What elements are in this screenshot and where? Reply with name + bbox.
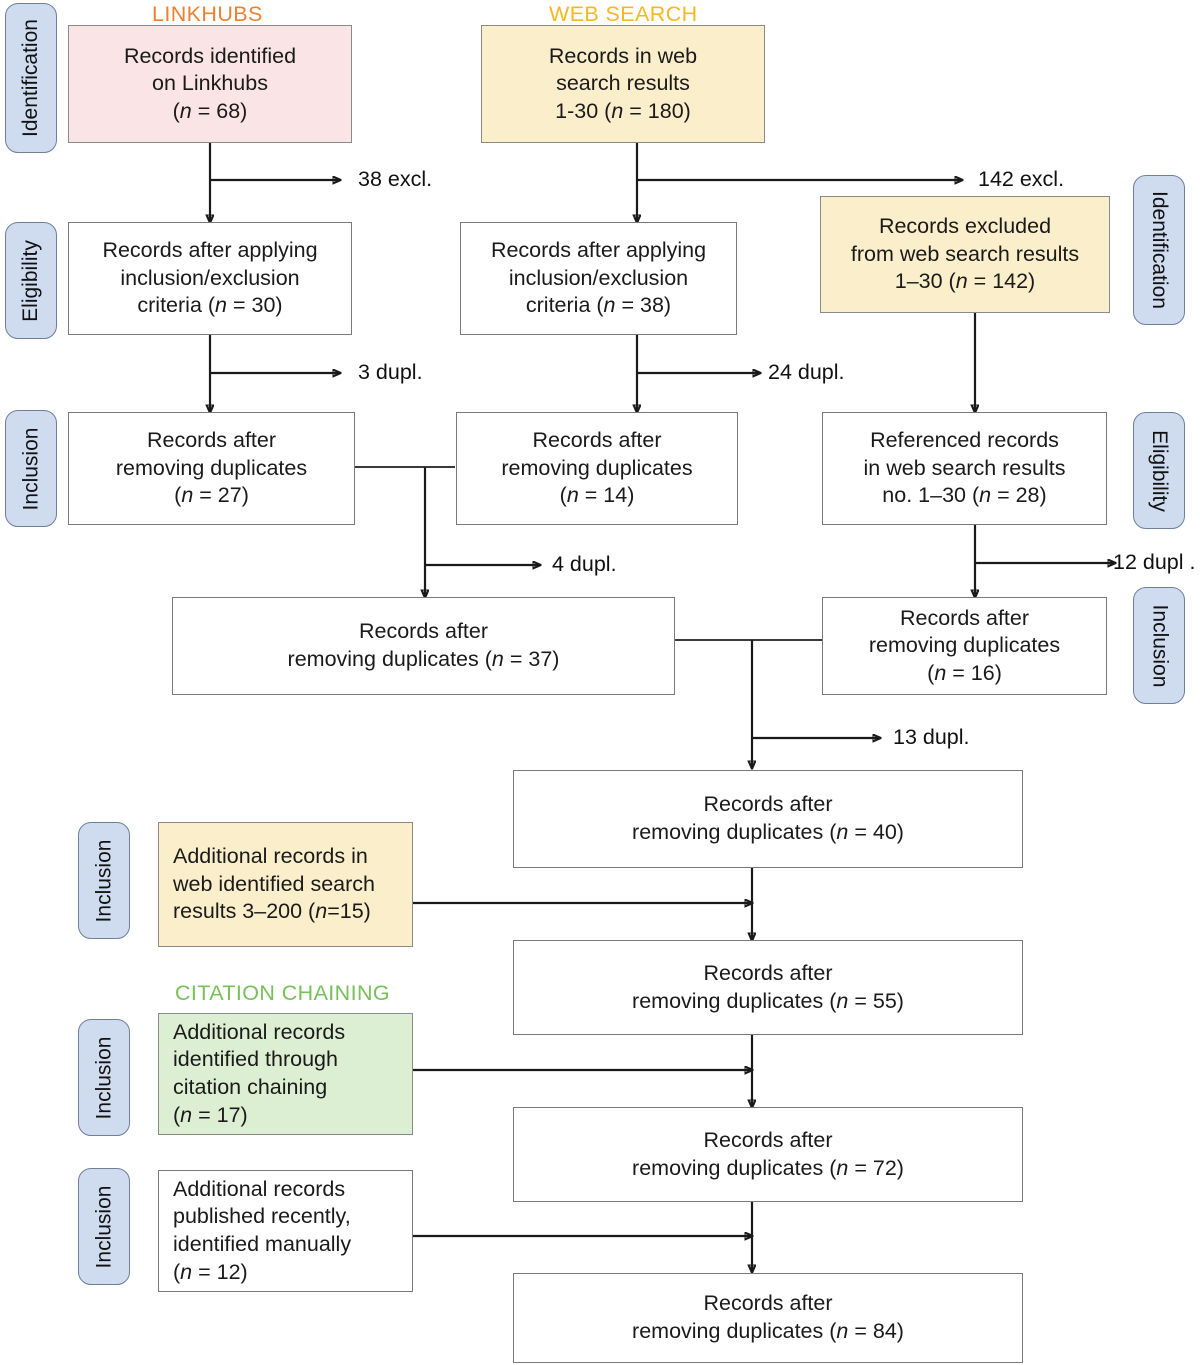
node-web-excluded: Records excluded from web search results… [820, 196, 1110, 313]
node-line: Records after [703, 792, 833, 817]
node-line: identified manually [173, 1232, 352, 1256]
node-line: removing duplicates [115, 455, 308, 480]
node-dedup-27: Records after removing duplicates (n = 2… [68, 412, 355, 525]
node-line-count: no. 1–30 (n = 28) [882, 483, 1047, 508]
node-line: removing duplicates [868, 633, 1061, 658]
node-line: Records after [703, 1291, 833, 1316]
node-line: Records identified [123, 43, 297, 68]
node-dedup-84: Records after removing duplicates (n = 8… [513, 1273, 1023, 1363]
node-additional-web: Additional records in web identified sea… [158, 822, 413, 947]
node-line-count: (n = 68) [172, 98, 248, 123]
node-line: Records after [146, 428, 277, 453]
node-line-count: (n = 14) [559, 483, 635, 508]
node-dedup-16: Records after removing duplicates (n = 1… [822, 597, 1107, 695]
node-dedup-40: Records after removing duplicates (n = 4… [513, 770, 1023, 868]
node-line-count: 1–30 (n = 142) [894, 269, 1036, 294]
node-web-criteria: Records after applying inclusion/exclusi… [460, 222, 737, 335]
node-line-count: removing duplicates (n = 55) [632, 988, 904, 1013]
node-line-count: removing duplicates (n = 40) [632, 820, 904, 844]
node-line-count: (n = 16) [927, 660, 1002, 685]
connector-label-excl-38: 38 excl. [358, 167, 433, 191]
node-line: Referenced records [870, 428, 1059, 453]
connector-label-dupl-12: 12 dupl . [1113, 550, 1196, 574]
node-dedup-37: Records after removing duplicates (n = 3… [172, 597, 675, 695]
node-line: Records after applying [102, 238, 318, 263]
node-additional-citation: Additional records identified through ci… [158, 1013, 413, 1135]
node-line: Records after [703, 1127, 833, 1152]
stage-label-text: Inclusion [1148, 604, 1172, 687]
node-line: Additional records in [173, 844, 368, 869]
stage-label-text: Inclusion [92, 839, 116, 922]
connector-label-excl-142: 142 excl. [978, 167, 1065, 191]
node-additional-manual: Additional records published recently, i… [158, 1170, 413, 1292]
stage-label-inclusion-left-3: Inclusion [78, 1019, 130, 1136]
node-line: search results [556, 71, 690, 96]
heading-linkhubs: LINKHUBS [152, 2, 263, 26]
node-dedup-55: Records after removing duplicates (n = 5… [513, 940, 1023, 1035]
node-dedup-72: Records after removing duplicates (n = 7… [513, 1107, 1023, 1202]
node-linkhubs-criteria: Records after applying inclusion/exclusi… [68, 222, 352, 335]
node-line: removing duplicates [501, 455, 693, 480]
node-line: inclusion/exclusion [508, 265, 689, 290]
heading-citation-chaining: CITATION CHAINING [175, 981, 391, 1005]
stage-label-text: Identification [1148, 191, 1172, 309]
node-referenced-28: Referenced records in web search results… [822, 412, 1107, 525]
connector-label-dupl-3: 3 dupl. [358, 360, 423, 384]
node-line: Records in web [548, 43, 698, 68]
node-line-count: (n = 17) [173, 1102, 248, 1127]
node-line: Records after [899, 605, 1030, 630]
stage-label-identification-left: Identification [5, 3, 57, 153]
node-line: Records after applying [490, 238, 707, 263]
node-line: Records excluded [878, 214, 1052, 239]
node-line: Additional records [173, 1019, 346, 1044]
node-line: in web search results [863, 455, 1066, 480]
stage-label-text: Inclusion [92, 1185, 116, 1268]
heading-web-search: WEB SEARCH [549, 2, 698, 26]
stage-label-identification-right: Identification [1133, 175, 1185, 325]
stage-label-eligibility-left: Eligibility [5, 222, 57, 339]
stage-label-eligibility-right: Eligibility [1133, 412, 1185, 529]
stage-label-inclusion-left-2: Inclusion [78, 822, 130, 939]
node-line-count: removing duplicates (n = 84) [632, 1319, 904, 1343]
stage-label-text: Inclusion [19, 427, 43, 510]
node-line-count: criteria (n = 30) [137, 293, 283, 318]
node-line: from web search results [850, 241, 1080, 266]
node-line: web identified search [173, 871, 375, 896]
connector-label-dupl-13: 13 dupl. [893, 725, 970, 749]
node-line: published recently, [173, 1204, 351, 1229]
node-line-count: removing duplicates (n = 72) [632, 1155, 904, 1180]
node-line: on Linkhubs [152, 71, 268, 96]
connector-label-dupl-4: 4 dupl. [552, 552, 617, 576]
node-line: identified through [173, 1047, 338, 1072]
stage-label-text: Identification [19, 19, 43, 137]
node-line-count: criteria (n = 38) [525, 293, 672, 318]
node-line-count: 1-30 (n = 180) [555, 98, 691, 123]
connector-label-dupl-24: 24 dupl. [768, 360, 845, 384]
node-line-count: (n = 27) [174, 483, 249, 508]
node-web-identified: Records in web search results 1-30 (n = … [481, 25, 765, 143]
node-dedup-14: Records after removing duplicates (n = 1… [456, 412, 738, 525]
stage-label-text: Eligibility [1148, 429, 1172, 512]
stage-label-inclusion-left: Inclusion [5, 410, 57, 527]
node-line-count: removing duplicates (n = 37) [287, 647, 560, 671]
node-line: Records after [358, 619, 489, 644]
stage-label-text: Inclusion [92, 1036, 116, 1119]
stage-label-inclusion-right: Inclusion [1133, 587, 1185, 704]
node-line: Records after [703, 960, 833, 985]
stage-label-text: Eligibility [19, 239, 43, 322]
stage-label-inclusion-left-4: Inclusion [78, 1168, 130, 1285]
node-line: citation chaining [173, 1075, 328, 1099]
node-line: Records after [532, 428, 662, 453]
node-line: Additional records [173, 1176, 346, 1201]
node-line: inclusion/exclusion [120, 265, 300, 290]
node-line-count: results 3–200 (n=15) [173, 899, 371, 924]
node-line-count: (n = 12) [173, 1259, 248, 1284]
node-linkhubs-identified: Records identified on Linkhubs (n = 68) [68, 25, 352, 143]
